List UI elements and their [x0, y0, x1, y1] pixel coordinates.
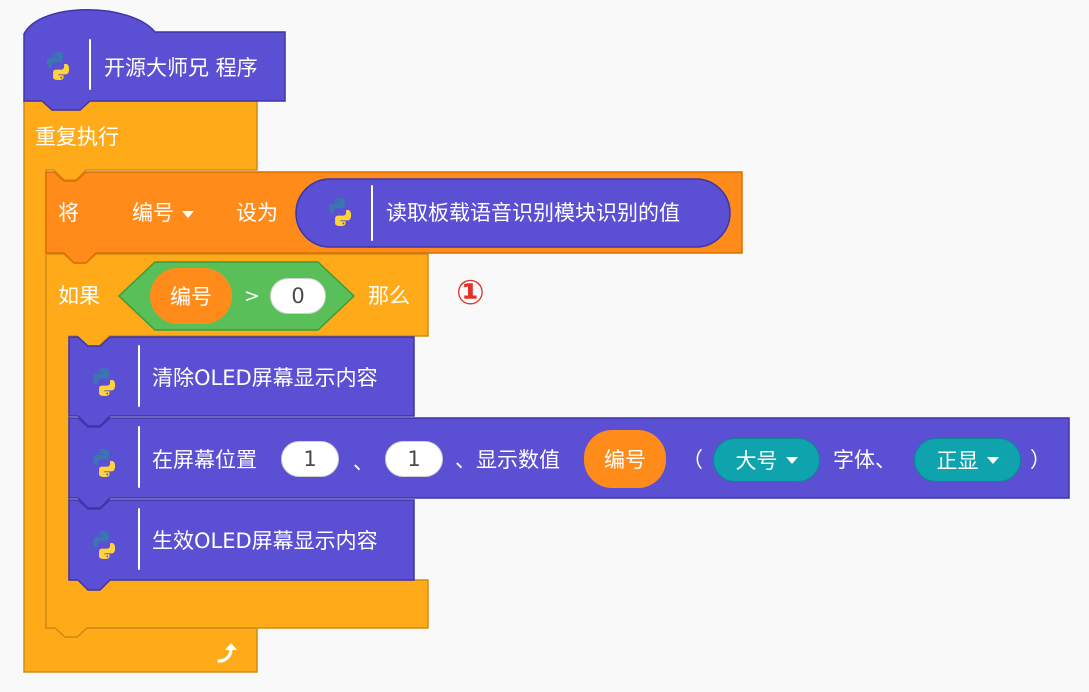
display-variable-reporter[interactable]: 编号	[584, 430, 666, 488]
orientation-dropdown[interactable]: 正显	[914, 438, 1021, 482]
font-label: 字体、	[833, 448, 896, 472]
font-size-value: 大号	[735, 449, 778, 473]
python-icon	[88, 366, 120, 398]
forever-label: 重复执行	[35, 125, 119, 149]
set-to-label: 设为	[236, 201, 278, 225]
greater-than-operator: >	[244, 285, 260, 307]
block-divider	[138, 426, 140, 488]
dropdown-caret-icon	[182, 210, 194, 218]
display-value-label: 、显示数值	[455, 448, 560, 472]
display-number-block-shape[interactable]	[68, 417, 1070, 509]
block-divider	[371, 185, 373, 241]
annotation-marker: ①	[456, 273, 485, 313]
variable-name: 编号	[132, 201, 174, 225]
display-prefix-label: 在屏幕位置	[152, 448, 257, 472]
python-icon	[88, 447, 120, 479]
clear-oled-block-shape[interactable]	[68, 336, 415, 427]
open-paren-label: （	[682, 448, 703, 472]
condition-variable-reporter[interactable]: 编号	[150, 268, 232, 324]
condition-number-input[interactable]: 0	[270, 278, 326, 314]
apply-oled-block-shape[interactable]	[68, 499, 415, 591]
apply-oled-label: 生效OLED屏幕显示内容	[152, 529, 378, 553]
orientation-value: 正显	[936, 449, 979, 473]
then-label: 那么	[368, 284, 410, 308]
font-size-dropdown[interactable]: 大号	[713, 438, 820, 482]
close-paren-label: ）	[1030, 448, 1051, 472]
position-y-input[interactable]: 1	[385, 441, 443, 477]
python-icon	[88, 529, 120, 561]
program-title: 开源大师兄 程序	[104, 56, 258, 80]
voice-reporter-shape[interactable]	[295, 178, 731, 248]
separator-label: 、	[353, 450, 374, 474]
python-icon	[324, 196, 356, 228]
position-x-input[interactable]: 1	[281, 441, 339, 477]
dropdown-caret-icon	[785, 456, 798, 464]
clear-oled-label: 清除OLED屏幕显示内容	[152, 366, 378, 390]
dropdown-caret-icon	[986, 456, 999, 464]
voice-reporter-label: 读取板载语音识别模块识别的值	[386, 201, 680, 225]
block-divider	[138, 345, 140, 407]
if-label: 如果	[58, 284, 100, 308]
block-divider	[89, 39, 91, 90]
set-label: 将	[58, 201, 79, 225]
loop-arrow-icon	[217, 643, 237, 663]
variable-dropdown[interactable]: 编号	[132, 203, 194, 224]
python-icon	[42, 50, 74, 82]
block-divider	[138, 508, 140, 570]
